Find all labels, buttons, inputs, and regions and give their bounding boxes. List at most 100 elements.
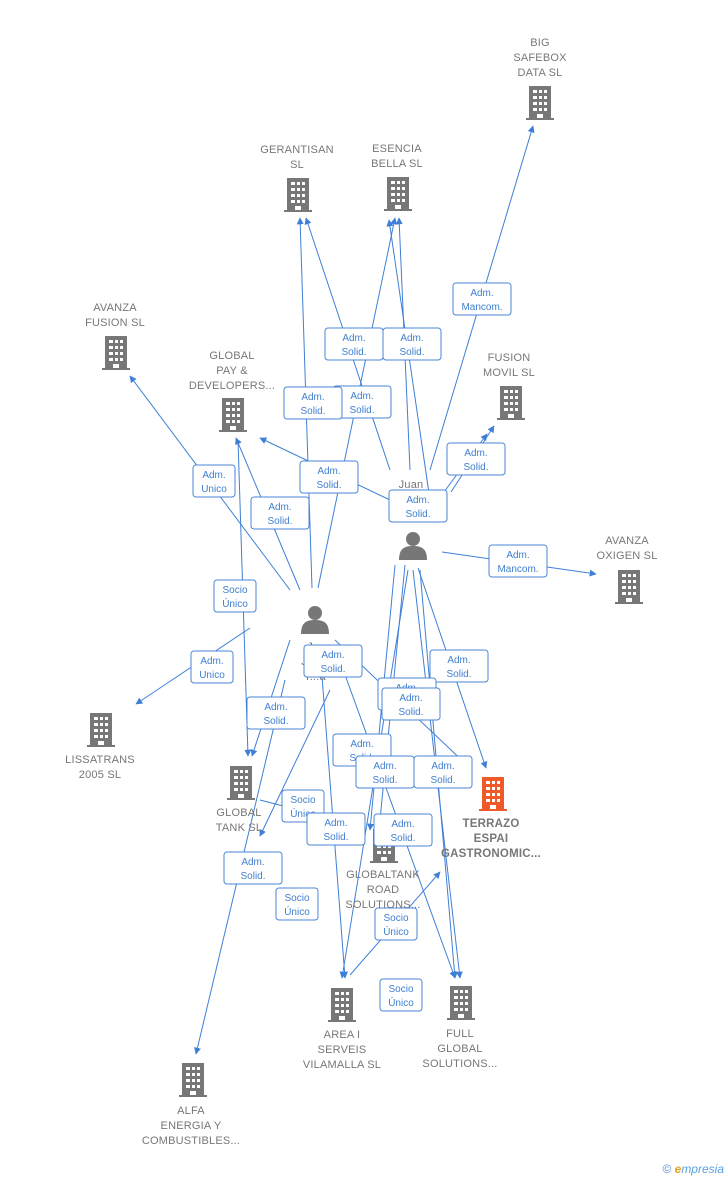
edge-label-text: Solid. xyxy=(349,405,374,416)
edge-label-text: Solid. xyxy=(300,406,325,417)
edge-label-20[interactable]: Adm.Solid. xyxy=(413,755,473,789)
edge-label-text: Solid. xyxy=(372,775,397,786)
edge-label-4[interactable]: Adm. Solid. xyxy=(299,460,359,494)
edge-label-text: Socio xyxy=(222,585,247,596)
edge-label-box xyxy=(250,496,310,530)
edge-label-box xyxy=(429,649,489,683)
edge-label-3[interactable]: Adm.Solid. xyxy=(382,327,442,361)
edge-label-6[interactable]: Adm.Unico xyxy=(192,464,236,498)
edge-labels-layer: Adm.Mancom. Adm. Solid. Adm. Solid. Adm. Solid… xyxy=(190,282,548,1012)
building-icon xyxy=(615,570,643,604)
edge-label-text: Solid. xyxy=(430,775,455,786)
edge-label-text: Adm. xyxy=(447,655,470,666)
node-label-line: MOVIL SL xyxy=(483,367,535,379)
edge-label-text: Único xyxy=(284,905,310,918)
node-label-line: SL xyxy=(290,159,304,171)
edge-label-7[interactable]: Adm.Solid. xyxy=(250,496,310,530)
edge-label-text: Adm. xyxy=(202,470,225,481)
node-label-line: BIG xyxy=(530,37,550,49)
copyright-symbol: © xyxy=(662,1162,672,1176)
node-label-line: SOLUTIONS... xyxy=(422,1058,497,1070)
node-label-line: AREA I xyxy=(324,1029,361,1041)
edge-label-2[interactable]: Adm.Solid. xyxy=(324,327,384,361)
edge-label-0[interactable]: Adm.Mancom. xyxy=(452,282,512,316)
edge-label-box xyxy=(446,442,506,476)
edge-label-box xyxy=(303,644,363,678)
node-gerantisan[interactable]: GERANTISAN SL xyxy=(260,144,334,212)
edge-label-23[interactable]: Adm.Solid. xyxy=(373,813,433,847)
edge-label-17[interactable]: Adm.Solid. xyxy=(381,687,441,721)
edge-label-text: Socio xyxy=(284,893,309,904)
node-terrazo[interactable]: TERRAZOESPAIGASTRONOMIC... xyxy=(441,777,541,860)
edge-label-text: Adm. xyxy=(464,448,487,459)
node-label-line: LISSATRANS xyxy=(65,754,135,766)
node-global-tank[interactable]: GLOBALTANK SL xyxy=(216,766,262,834)
edge-label-13[interactable]: Adm.Solid. xyxy=(429,649,489,683)
edge-label-box xyxy=(379,978,423,1012)
node-full-global[interactable]: FULLGLOBALSOLUTIONS... xyxy=(422,986,497,1070)
building-icon xyxy=(526,86,554,120)
edge-label-text: Único xyxy=(383,925,409,938)
edge-label-text: Socio xyxy=(388,984,413,995)
edge-label-text: Solid. xyxy=(316,480,341,491)
edge-label-text: Adm. xyxy=(324,818,347,829)
edge-label-text: Adm. xyxy=(264,702,287,713)
building-icon xyxy=(179,1063,207,1097)
edge-label-9[interactable]: Adm.Solid. xyxy=(388,489,448,523)
edge-label-12[interactable]: Adm.Unico xyxy=(190,650,234,684)
edge-label-box xyxy=(382,327,442,361)
edge-label-24[interactable]: Adm.Solid. xyxy=(223,851,283,885)
edge-label-box xyxy=(213,579,257,613)
edge-label-box xyxy=(452,282,512,316)
edge-label-5[interactable]: Adm.Solid. xyxy=(283,386,343,420)
edge-label-text: Adm. xyxy=(321,650,344,661)
brand-name[interactable]: mpresia xyxy=(681,1162,724,1176)
edge-label-box xyxy=(374,907,418,941)
edge-label-text: Adm. xyxy=(400,333,423,344)
node-label-line: SERVEIS xyxy=(318,1044,367,1056)
edge-label-text: Único xyxy=(388,996,414,1009)
edge-label-22[interactable]: Adm.Solid. xyxy=(306,812,366,846)
edge-label-text: Solid. xyxy=(405,509,430,520)
node-label-line: COMBUSTIBLES... xyxy=(142,1135,240,1147)
building-icon xyxy=(219,398,247,432)
edge-label-box xyxy=(413,755,473,789)
edge-label-10[interactable]: Adm.Mancom. xyxy=(488,544,548,578)
edge-label-text: Adm. xyxy=(241,857,264,868)
building-icon xyxy=(87,713,115,747)
node-label-line: DATA SL xyxy=(517,67,562,79)
edge-label-8[interactable]: Adm.Solid. xyxy=(446,442,506,476)
edge-label-text: Socio xyxy=(290,795,315,806)
edge-label-box xyxy=(283,386,343,420)
edge-label-box xyxy=(306,812,366,846)
node-label-line: GERANTISAN xyxy=(260,144,334,156)
edges-layer xyxy=(129,125,597,1055)
edge-label-text: Adm. xyxy=(317,466,340,477)
edge-label-box xyxy=(299,460,359,494)
edge-label-15[interactable]: Adm.Solid. xyxy=(246,696,306,730)
node-label-line: PAY & xyxy=(216,365,248,377)
person-icon xyxy=(399,532,427,560)
building-icon xyxy=(227,766,255,800)
building-icon xyxy=(284,178,312,212)
edge-label-19[interactable]: Adm.Solid. xyxy=(355,755,415,789)
edge-label-14[interactable]: Adm.Solid. xyxy=(303,644,363,678)
edge-label-text: Unico xyxy=(199,670,225,681)
node-label-line: ESENCIA xyxy=(372,143,422,155)
edge-label-text: Solid. xyxy=(267,516,292,527)
node-label-line: FULL xyxy=(446,1028,474,1040)
